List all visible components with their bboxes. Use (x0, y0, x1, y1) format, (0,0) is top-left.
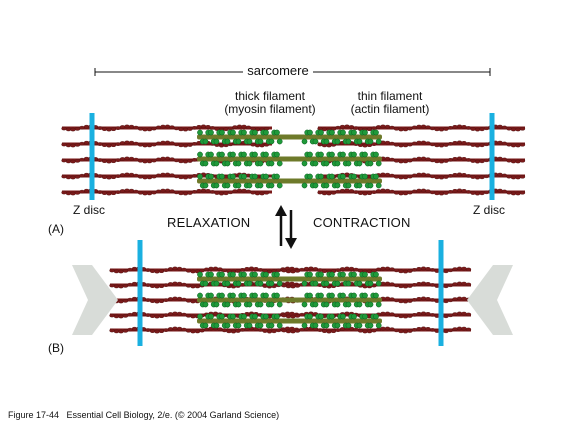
z-disc (89, 113, 95, 200)
z-disc (489, 113, 495, 200)
myosin-filament (197, 313, 382, 329)
contraction-label: CONTRACTION (313, 215, 411, 230)
contracted-sarcomere (109, 240, 472, 346)
z-disc (137, 240, 143, 346)
thin-filament-synonym: (actin filament) (350, 102, 430, 116)
myosin-filament (197, 151, 382, 167)
panel-b-label: (B) (48, 341, 64, 355)
myosin-filament (197, 173, 382, 189)
actin-filament (317, 188, 526, 196)
right-push-arrow-icon (467, 265, 513, 335)
relaxed-sarcomere (61, 113, 526, 200)
z-disc-left-label: Z disc (73, 203, 106, 217)
thick-filament-label: thick filament (myosin filament) (212, 90, 328, 116)
figure-source: Essential Cell Biology, 2/e. (© 2004 Gar… (66, 410, 280, 420)
left-push-arrow-icon (72, 265, 118, 335)
actin-filament (317, 124, 526, 132)
thick-filament-name: thick filament (234, 89, 306, 103)
reversible-arrows-icon (275, 205, 297, 249)
myosin-filament (197, 292, 382, 308)
z-disc-right-label: Z disc (473, 203, 506, 217)
figure-caption: Figure 17-44 Essential Cell Biology, 2/e… (8, 410, 279, 420)
myosin-filament (197, 271, 382, 287)
z-disc (438, 240, 444, 346)
thin-filament-name: thin filament (357, 89, 423, 103)
sarcomere-label: sarcomere (243, 64, 313, 77)
thick-filament-synonym: (myosin filament) (224, 102, 316, 116)
relaxation-label: RELAXATION (167, 215, 251, 230)
myosin-filament (197, 129, 382, 145)
actin-filament (61, 188, 272, 196)
panel-a-label: (A) (48, 222, 64, 236)
thin-filament-label: thin filament (actin filament) (338, 90, 442, 116)
figure-number: Figure 17-44 (8, 410, 60, 420)
